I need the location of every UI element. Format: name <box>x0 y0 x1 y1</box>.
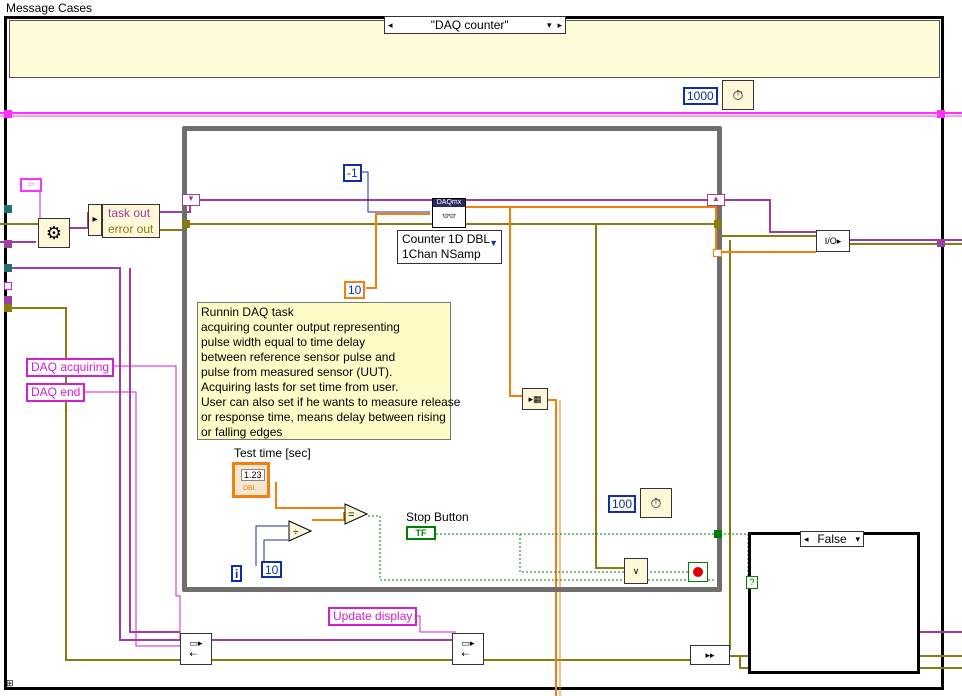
wait-clock-icon-outer[interactable]: ⏱ <box>722 80 754 110</box>
case-selector-value: "DAQ counter" <box>430 18 509 32</box>
daqmx-header: DAQmx <box>433 199 465 207</box>
tunnel-error-left <box>182 220 190 228</box>
inner-case-selector[interactable]: ◂ False ▾ <box>800 531 864 547</box>
shift-register-left: ▼ <box>182 194 200 206</box>
array-index-node[interactable]: ▸▦ <box>522 388 548 410</box>
divisor-constant[interactable]: 10 <box>261 561 283 578</box>
numeric-wire <box>275 206 816 696</box>
while-loop <box>182 126 722 592</box>
tunnel-outer-2 <box>937 239 945 247</box>
comment-line: between reference sensor pulse and <box>201 350 396 364</box>
chevron-down-icon: ▼ <box>489 238 498 248</box>
merge-errors-node[interactable]: ▸▸ <box>690 645 730 665</box>
task-out-label: task out <box>108 206 151 220</box>
wait-ms-constant-inner[interactable]: 100 <box>608 495 637 513</box>
tunnel-array-right <box>713 249 722 257</box>
string-control-icon[interactable]: ▭ <box>20 178 42 192</box>
tunnel-outer-left-7 <box>4 304 12 312</box>
string-wire-top <box>0 112 962 117</box>
comment-line: or falling edges <box>201 425 283 439</box>
svg-text:÷: ÷ <box>293 527 299 538</box>
tunnel-outer-left-2 <box>4 205 12 213</box>
test-time-label: Test time [sec] <box>234 446 311 460</box>
test-time-value: 1.23 <box>241 469 265 481</box>
enqueue-message-node-1[interactable]: ▭▸⇠ <box>180 633 212 665</box>
or-node[interactable]: ∨ <box>624 558 648 584</box>
tunnel-outer-left-5 <box>4 282 12 290</box>
svg-text:=: = <box>348 509 354 521</box>
update-display-string[interactable]: Update display <box>328 607 418 626</box>
samples-per-channel-constant[interactable]: -1 <box>343 164 362 182</box>
polymorphic-line-2: 1Chan NSamp <box>402 247 481 261</box>
enqueue-message-node-2[interactable]: ▭▸⇠ <box>452 633 484 665</box>
wait-clock-icon-inner[interactable]: ⏱ <box>640 488 672 518</box>
dropdown-icon[interactable]: ▾ <box>546 19 552 30</box>
clock-icon: ⏱ <box>732 86 744 103</box>
tunnel-error-right <box>714 220 722 228</box>
tunnel-bool-right <box>714 530 722 538</box>
divide-node[interactable]: ÷ <box>288 520 313 542</box>
dropdown-icon[interactable]: ▾ <box>855 533 860 544</box>
comment-box: Runnin DAQ task acquiring counter output… <box>197 302 461 440</box>
timeout-constant[interactable]: 10 <box>344 281 366 299</box>
int-wire <box>255 171 430 566</box>
comment-line: User can also set if he wants to measure… <box>201 395 461 409</box>
clock-icon: ⏱ <box>650 494 662 511</box>
stop-button-label: Stop Button <box>406 510 469 524</box>
tunnel-outer-left-3 <box>4 240 12 248</box>
increment-icon[interactable]: ▸ <box>557 19 562 30</box>
compare-equal-node[interactable]: = <box>344 503 369 525</box>
comment-line: pulse from measured sensor (UUT). <box>201 365 393 379</box>
iteration-terminal: i <box>231 565 243 582</box>
case-selector-terminal: ? <box>746 576 758 589</box>
comment-line: or response time, means delay between ri… <box>201 410 446 424</box>
decrement-icon[interactable]: ◂ <box>388 19 393 30</box>
test-time-control[interactable]: 1.23 DBL <box>232 462 270 498</box>
unbundle-node[interactable]: ▸ <box>88 204 102 236</box>
tunnel-outer-1 <box>937 110 945 118</box>
daqmx-read-vi[interactable]: DAQmx 👓 <box>432 198 466 228</box>
tunnel-outer-left-1 <box>4 110 12 118</box>
loop-condition-terminal[interactable] <box>688 562 708 582</box>
daq-end-string[interactable]: DAQ end <box>26 383 86 402</box>
error-out-label: error out <box>108 222 154 236</box>
polymorphic-line-1: Counter 1D DBL <box>402 232 491 246</box>
inner-case-structure <box>748 532 920 674</box>
inner-case-value: False <box>817 532 847 546</box>
daqmx-clear-node[interactable]: I/O▸ <box>816 230 850 252</box>
comment-line: Runnin DAQ task <box>201 305 294 319</box>
structure-label: Message Cases <box>6 1 93 15</box>
shift-register-right: ▲ <box>707 194 725 206</box>
daq-acquiring-string[interactable]: DAQ acquiring <box>26 358 115 377</box>
stop-icon <box>693 567 703 577</box>
gear-icon[interactable]: ⚙ <box>38 218 70 248</box>
tunnel-outer-left-6 <box>4 296 12 304</box>
unbundle-output-box: task out error out <box>102 204 160 238</box>
comment-line: Acquiring lasts for set time from user. <box>201 380 399 394</box>
glasses-icon: 👓 <box>441 209 457 223</box>
stop-button-terminal[interactable]: TF <box>406 526 436 540</box>
daqmx-polymorphic-selector[interactable]: Counter 1D DBL 1Chan NSamp ▼ <box>397 230 502 264</box>
test-time-type: DBL <box>243 485 257 492</box>
comment-line: pulse width equal to time delay <box>201 335 366 349</box>
case-selector[interactable]: ◂ "DAQ counter" ▾ ▸ <box>384 16 566 34</box>
wait-ms-constant-outer[interactable]: 1000 <box>683 87 718 105</box>
error-in-glyph: ⊞ <box>6 678 14 688</box>
decrement-icon[interactable]: ◂ <box>804 533 809 544</box>
comment-line: acquiring counter output representing <box>201 320 400 334</box>
tunnel-outer-left-4 <box>4 264 12 272</box>
